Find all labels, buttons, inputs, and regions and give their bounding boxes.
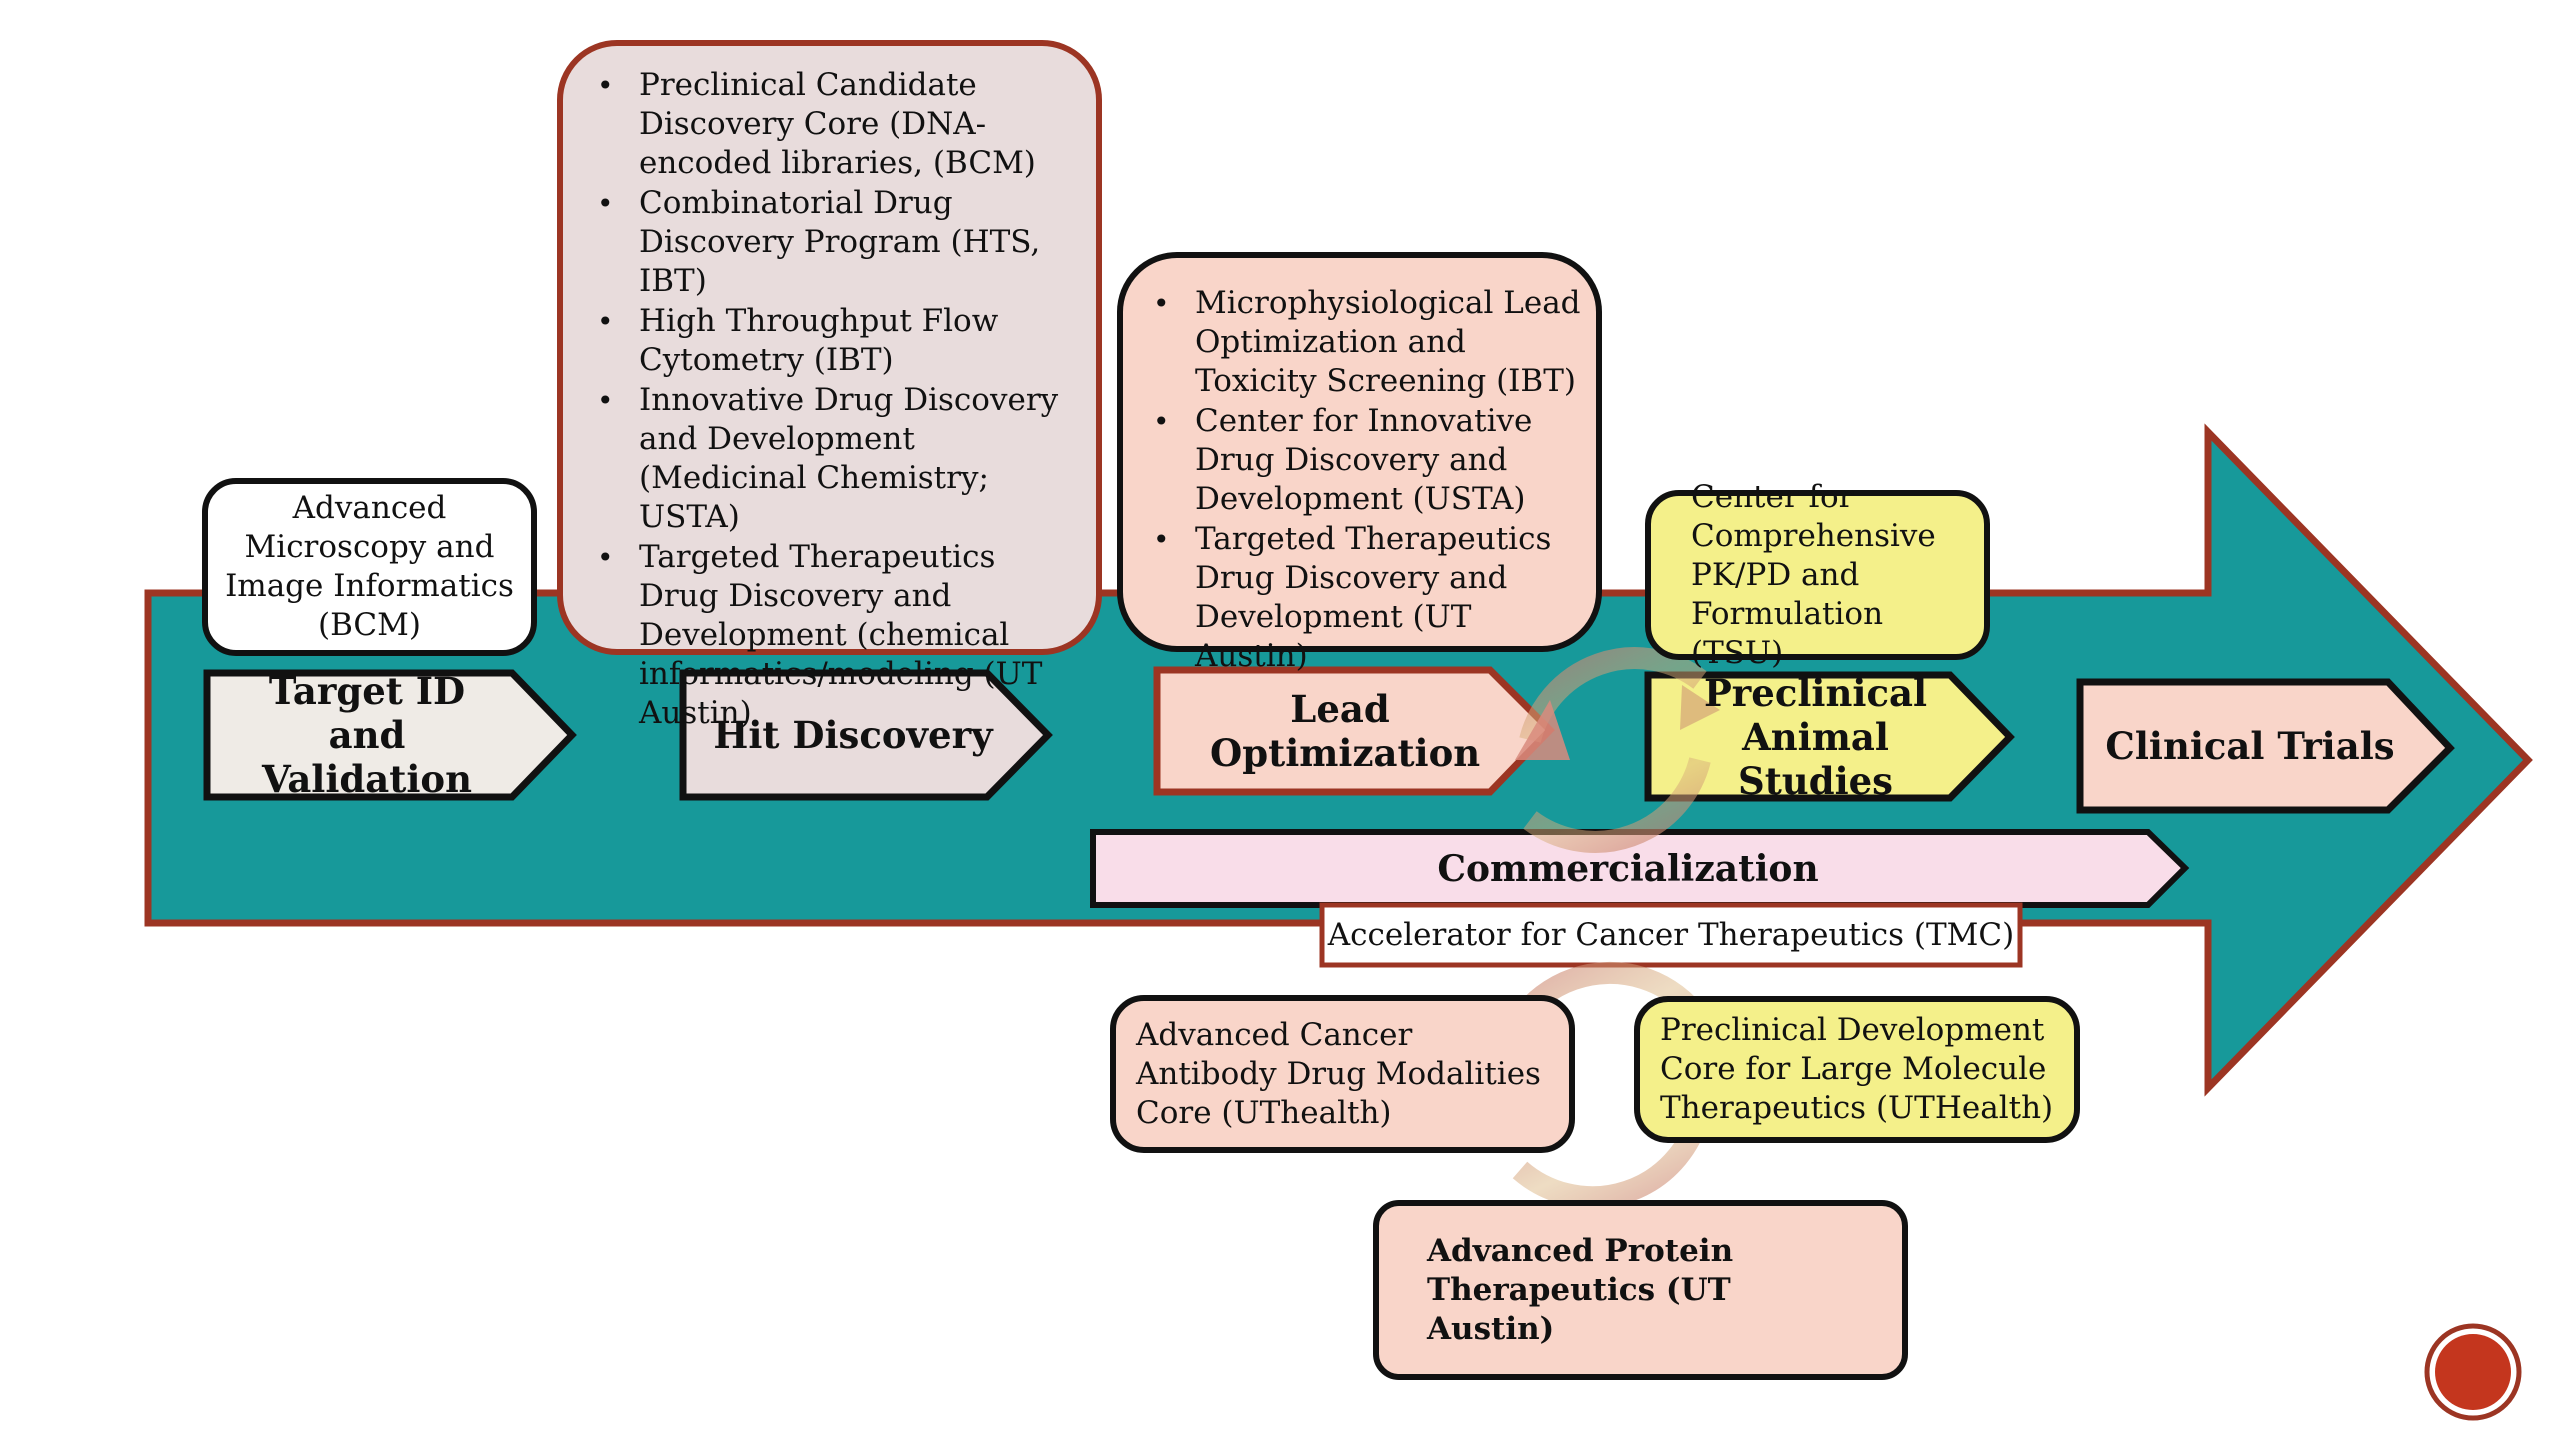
hit-discovery-item: Combinatorial Drug Discovery Program (HT… <box>597 184 1082 301</box>
stage-arrow-clinical <box>2076 678 2455 814</box>
stage-target-id-label: Target ID and Validation <box>262 669 472 801</box>
callout-antibody: Advanced Cancer Antibody Drug Modalities… <box>1110 995 1575 1153</box>
callout-protein: Advanced Protein Therapeutics (UT Austin… <box>1373 1200 1908 1380</box>
accelerator-label-box: Accelerator for Cancer Therapeutics (TMC… <box>1322 905 2020 965</box>
stage-preclinical-animal-label: Preclinical Animal Studies <box>1703 670 1927 803</box>
callout-lead-optimization: Microphysiological Lead Optimization and… <box>1117 252 1602 674</box>
callout-antibody-text: Advanced Cancer Antibody Drug Modalities… <box>1136 1016 1541 1131</box>
hit-discovery-list: Preclinical Candidate Discovery Core (DN… <box>597 66 1082 734</box>
accelerator-label: Accelerator for Cancer Therapeutics (TMC… <box>1327 917 2015 953</box>
callout-large-molecule: Preclinical Development Core for Large M… <box>1634 996 2080 1143</box>
lead-optimization-item: Microphysiological Lead Optimization and… <box>1153 284 1584 401</box>
lead-optimization-list: Microphysiological Lead Optimization and… <box>1153 284 1584 677</box>
lead-optimization-item: Center for Innovative Drug Discovery and… <box>1153 402 1584 519</box>
accelerator-box <box>1319 902 2023 968</box>
stage-clinical-trials-label: Clinical Trials <box>2105 724 2395 768</box>
hit-discovery-item: Targeted Therapeutics Drug Discovery and… <box>597 538 1082 733</box>
callout-microscopy: Advanced Microscopy and Image Informatic… <box>202 478 537 656</box>
commercialization-label: Commercialization <box>1437 847 1819 890</box>
stage-arrow-preclinical <box>1644 671 2015 802</box>
next-slide-button[interactable] <box>2424 1323 2522 1421</box>
hit-discovery-item: Innovative Drug Discovery and Developmen… <box>597 381 1082 537</box>
lead-optimization-item: Targeted Therapeutics Drug Discovery and… <box>1153 520 1584 676</box>
stage-lead-optimization: Lead Optimization <box>1160 670 1520 792</box>
callout-protein-text: Advanced Protein Therapeutics (UT Austin… <box>1427 1232 1734 1347</box>
callout-large-molecule-text: Preclinical Development Core for Large M… <box>1660 1012 2054 1126</box>
callout-pkpd-text: Center for Comprehensive PK/PD and Formu… <box>1691 478 1936 671</box>
commercialization-bar <box>1090 829 2190 908</box>
stage-clinical-trials: Clinical Trials <box>2080 682 2420 810</box>
callout-hit-discovery: Preclinical Candidate Discovery Core (DN… <box>557 40 1102 731</box>
stage-lead-optimization-label: Lead Optimization <box>1210 687 1481 775</box>
hit-discovery-item: High Throughput Flow Cytometry (IBT) <box>597 302 1082 380</box>
callout-pkpd: Center for Comprehensive PK/PD and Formu… <box>1645 479 1990 671</box>
hit-discovery-item: Preclinical Candidate Discovery Core (DN… <box>597 66 1082 183</box>
stage-arrow-target <box>203 669 577 801</box>
stage-preclinical-animal: Preclinical Animal Studies <box>1648 671 1983 803</box>
stage-target-id: Target ID and Validation <box>207 669 547 801</box>
cycle-arrows-upper <box>1515 647 1720 853</box>
callout-microscopy-text: Advanced Microscopy and Image Informatic… <box>225 490 514 643</box>
commercialization-label-box: Commercialization <box>1093 832 2163 905</box>
